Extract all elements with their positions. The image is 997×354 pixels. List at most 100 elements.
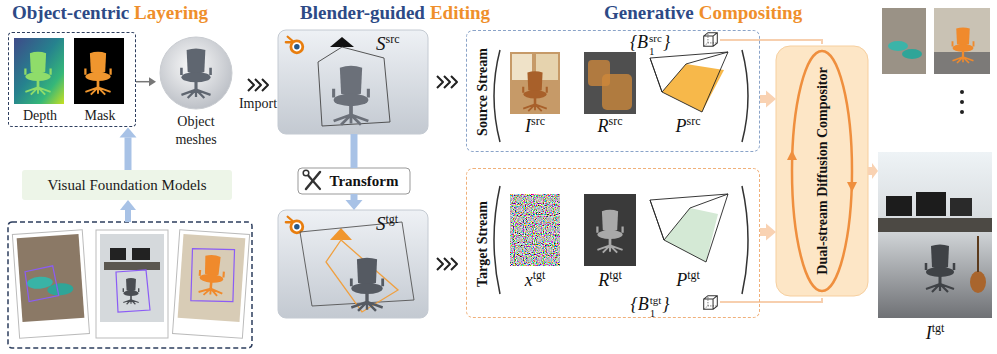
rect-shape xyxy=(878,152,992,318)
blender-target-scene xyxy=(278,210,428,318)
rect-shape xyxy=(132,248,150,260)
path-shape xyxy=(318,47,390,126)
path-shape xyxy=(650,194,728,262)
polygon-shape xyxy=(330,37,354,47)
rect-shape xyxy=(934,8,990,74)
text-label: } xyxy=(663,32,670,52)
path-shape xyxy=(742,50,748,142)
path-shape xyxy=(742,186,748,294)
mesh-circle xyxy=(160,37,232,109)
polygon-shape xyxy=(120,200,136,210)
connector xyxy=(120,127,137,170)
polygon-shape xyxy=(330,228,352,240)
transform-box: Transform xyxy=(298,168,410,194)
connector-path xyxy=(125,137,132,170)
text-label: {B xyxy=(630,32,648,52)
connector-path xyxy=(351,134,358,168)
connector-path xyxy=(136,81,149,83)
chevron xyxy=(451,258,457,270)
rect-shape xyxy=(584,52,636,114)
chevron xyxy=(437,76,443,88)
use-shape xyxy=(198,254,225,296)
use-shape xyxy=(286,37,304,54)
connector xyxy=(760,224,776,241)
path-shape xyxy=(494,50,500,142)
text-label: Transform xyxy=(330,173,399,189)
path-shape xyxy=(494,186,500,294)
path-shape xyxy=(25,266,59,302)
text-group: Visual Foundation Models xyxy=(47,176,206,194)
chevron xyxy=(444,76,450,88)
path-shape xyxy=(300,222,414,306)
rect-shape xyxy=(298,168,410,194)
rect-shape xyxy=(278,30,428,134)
text-label: Object meshes xyxy=(175,114,216,147)
chevron xyxy=(262,79,268,91)
connector xyxy=(238,79,278,91)
connector-path xyxy=(238,85,278,86)
superscript: tgt xyxy=(932,321,945,335)
text-label: Visual Foundation Models xyxy=(47,177,206,193)
connector-path xyxy=(428,264,466,265)
text-label: Dual-stream Diffusion Compositor xyxy=(815,67,830,274)
circle-shape xyxy=(160,37,232,109)
scene-box: Stgt xyxy=(278,210,428,318)
compositor-box: Dual-stream Diffusion Compositor xyxy=(776,46,868,296)
polygon-shape xyxy=(787,150,797,160)
transform-box xyxy=(298,168,410,194)
ellipse-shape xyxy=(792,51,852,291)
text-label: R xyxy=(598,270,609,290)
rect-shape xyxy=(8,222,252,348)
layer-panel: DepthMask xyxy=(8,32,136,127)
stack-row: tgt xyxy=(650,293,662,306)
superscript: tgt xyxy=(650,294,662,306)
depth-image xyxy=(14,38,64,104)
arrow-head xyxy=(149,77,156,86)
text-group: Depth xyxy=(23,106,57,124)
arrow-head xyxy=(766,91,776,108)
use-shape xyxy=(334,66,369,125)
mesh-node: Object meshes xyxy=(156,36,238,152)
rect-shape xyxy=(950,198,972,216)
g-shape xyxy=(173,230,250,339)
path-shape xyxy=(650,52,728,112)
connector xyxy=(428,76,466,88)
rect-shape xyxy=(510,52,560,114)
stack-row: 1 xyxy=(649,44,662,57)
use-shape xyxy=(704,33,718,47)
use-shape xyxy=(704,296,718,310)
text-label: {B xyxy=(630,294,648,314)
math-label: Itgt xyxy=(926,321,945,344)
math-label: {Bsrc1} xyxy=(630,31,670,57)
math-label: xtgt xyxy=(525,268,546,291)
ellipse-shape xyxy=(888,41,908,51)
text-label: S xyxy=(376,33,386,54)
sub-sup-stack: src1 xyxy=(649,31,662,57)
text-label: Layering xyxy=(134,2,208,23)
text-label: Blender-guided xyxy=(300,2,425,23)
arrow-head xyxy=(120,127,137,137)
blender-source-scene xyxy=(278,30,428,134)
rect-shape xyxy=(96,230,168,338)
stack-row: src xyxy=(649,31,662,44)
g-shape xyxy=(96,230,168,338)
use-shape xyxy=(953,27,974,63)
text-group: Transform xyxy=(330,172,399,190)
math-label: Rsrc xyxy=(598,114,623,137)
polygon-shape xyxy=(872,163,878,179)
circle-shape xyxy=(960,110,964,114)
target-stream-art xyxy=(494,186,822,309)
use-shape xyxy=(25,52,50,95)
edge-label: Import xyxy=(239,94,277,112)
stream-panel: Target Stream xyxy=(466,168,760,318)
text-label: Generative xyxy=(604,2,694,23)
mask-image xyxy=(74,38,124,104)
use-shape xyxy=(351,258,382,311)
connector-path xyxy=(428,82,466,83)
rect-shape xyxy=(602,74,632,110)
text-label: x xyxy=(525,270,533,290)
rect-shape xyxy=(886,196,912,216)
rect-shape xyxy=(74,38,124,104)
circle-shape xyxy=(960,90,964,94)
